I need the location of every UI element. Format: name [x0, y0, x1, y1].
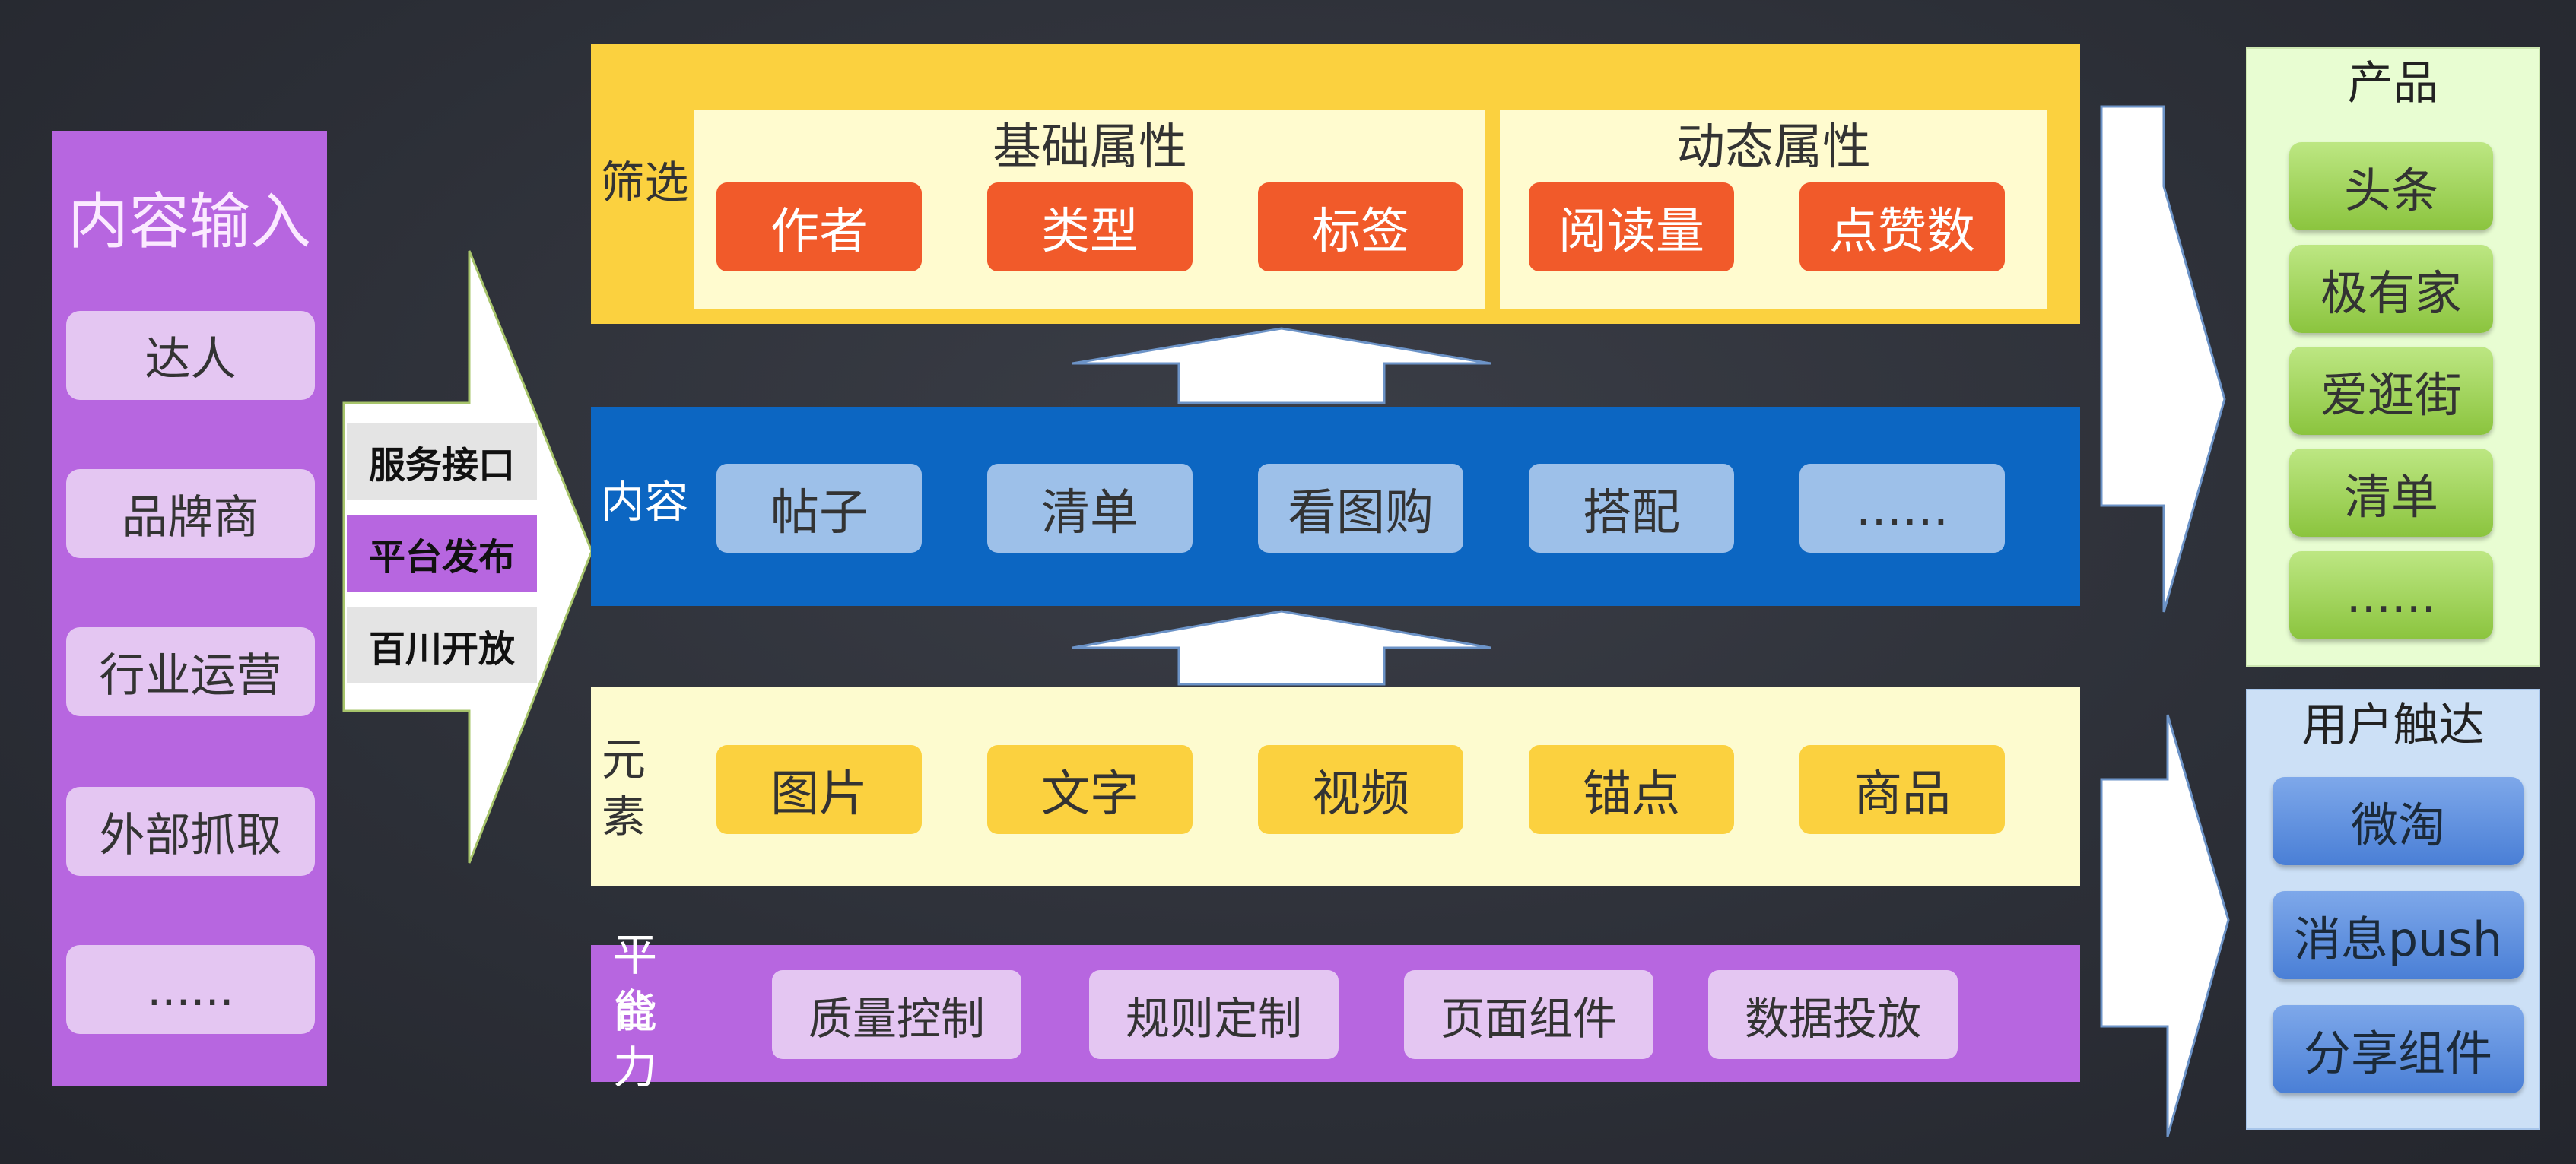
- reach-chip: 消息push: [2273, 891, 2524, 979]
- element-chip: 文字: [987, 745, 1193, 834]
- up-arrow-icon: [1072, 327, 1491, 404]
- element-label-line1: 元: [601, 734, 646, 786]
- element-chip: 视频: [1258, 745, 1463, 834]
- product-chip: 清单: [2289, 449, 2493, 537]
- channel-baichuan-open: 百川开放: [347, 607, 537, 683]
- platform-label-line2: 能力: [612, 986, 657, 1093]
- dynamic-attributes-title: 动态属性: [1676, 119, 1871, 176]
- filter-label: 筛选: [600, 156, 689, 208]
- up-arrow-icon: [1072, 610, 1491, 686]
- input-item: ......: [66, 945, 315, 1034]
- content-label: 内容: [600, 475, 689, 528]
- product-chip: 极有家: [2289, 245, 2493, 333]
- attribute-chip: 标签: [1258, 182, 1463, 271]
- basic-attributes-title: 基础属性: [993, 119, 1187, 176]
- platform-chip: 数据投放: [1708, 970, 1958, 1059]
- platform-chip: 页面组件: [1404, 970, 1653, 1059]
- attribute-chip: 作者: [716, 182, 922, 271]
- content-chip: 帖子: [716, 464, 922, 553]
- platform-chip: 规则定制: [1089, 970, 1339, 1059]
- product-title: 产品: [2347, 57, 2439, 110]
- content-chip: ......: [1799, 464, 2005, 553]
- reach-chip: 微淘: [2273, 777, 2524, 865]
- content-chip: 清单: [987, 464, 1193, 553]
- attribute-chip: 类型: [987, 182, 1193, 271]
- content-chip: 搭配: [1529, 464, 1734, 553]
- content-chip: 看图购: [1258, 464, 1463, 553]
- input-item: 外部抓取: [66, 787, 315, 876]
- channel-platform-publish: 平台发布: [347, 515, 537, 592]
- product-chip: ......: [2289, 551, 2493, 639]
- reach-arrow-icon: [2100, 714, 2230, 1137]
- attribute-chip: 点赞数: [1799, 182, 2005, 271]
- input-item: 达人: [66, 311, 315, 400]
- attribute-chip: 阅读量: [1529, 182, 1734, 271]
- user-reach-title: 用户触达: [2301, 699, 2485, 752]
- element-chip: 锚点: [1529, 745, 1734, 834]
- element-chip: 商品: [1799, 745, 2005, 834]
- input-item: 品牌商: [66, 469, 315, 558]
- product-chip: 头条: [2289, 142, 2493, 230]
- channel-service-api: 服务接口: [347, 423, 537, 500]
- reach-chip: 分享组件: [2273, 1005, 2524, 1093]
- product-arrow-icon: [2100, 105, 2226, 613]
- element-label-line2: 素: [601, 791, 646, 843]
- product-chip: 爱逛街: [2289, 347, 2493, 435]
- content-input-panel: [52, 131, 327, 1086]
- content-input-title: 内容输入: [68, 186, 311, 257]
- element-chip: 图片: [716, 745, 922, 834]
- input-item: 行业运营: [66, 627, 315, 716]
- platform-chip: 质量控制: [772, 970, 1021, 1059]
